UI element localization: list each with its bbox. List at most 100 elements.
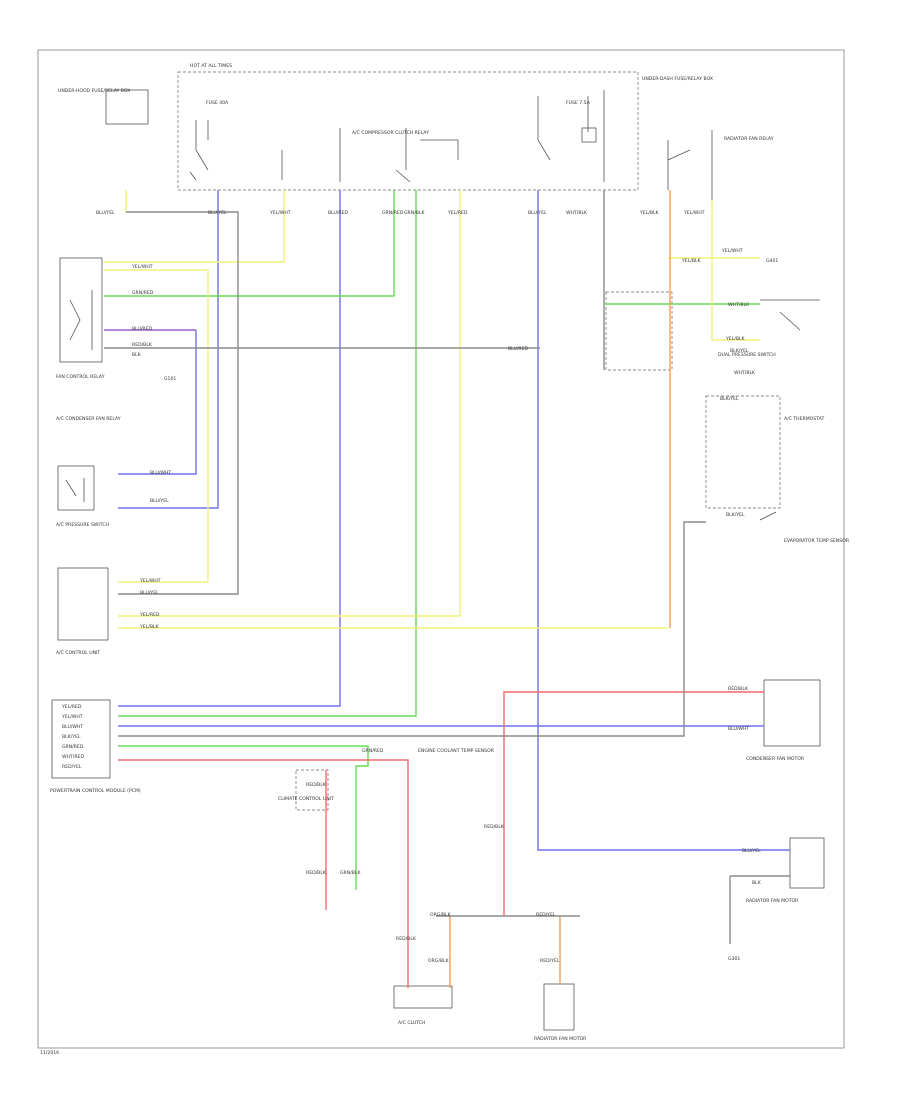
fuse-box-switch-2 — [281, 128, 341, 182]
fuse-right-label: FUSE 7.5A — [566, 100, 591, 106]
fuse-box-relay-coil — [581, 127, 597, 143]
radiator-fan-relay-contacts — [667, 130, 713, 200]
evaporator-temp-label: EVAPORATOR TEMP SENSOR — [784, 538, 850, 544]
ac-control-unit — [57, 567, 109, 641]
wire-label-blu-yel-6: BLU/YEL — [742, 848, 761, 854]
radiator-fan-motor-label: RADIATOR FAN MOTOR — [746, 898, 799, 904]
wire-label-grn-blk-2: GRN/BLK — [340, 870, 361, 876]
ac-compressor-clutch-relay-label: A/C COMPRESSOR CLUTCH RELAY — [352, 130, 429, 136]
dual-pressure-switch — [605, 291, 673, 371]
wire-red-1 — [118, 759, 409, 988]
wire-label-yel-blk-1: YEL/BLK — [639, 210, 660, 216]
wire-yellow-1 — [104, 190, 285, 263]
wire-label-pcm-1: YEL/RED — [61, 704, 82, 710]
wire-label-yel-wht-1: YEL/WHT — [269, 210, 291, 216]
ground-g401-label: G401 — [766, 258, 778, 264]
page-reference: 11/2016 — [40, 1050, 59, 1056]
fuse-box-switch-4 — [537, 90, 605, 182]
hot-at-all-times-label: HOT AT ALL TIMES — [190, 63, 232, 69]
wire-label-wht-blk-2: WHT/BLK — [728, 302, 750, 308]
wire-label-red-yel-2: RED/YEL — [540, 958, 560, 964]
condenser-fan-motor — [763, 679, 821, 747]
radiator-fan-relay-label: RADIATOR FAN RELAY — [724, 136, 774, 142]
wire-label-blu-yel-4: BLU/YEL — [150, 498, 169, 504]
ac-clutch-box — [393, 985, 453, 1009]
wire-label-red-blk-6: RED/BLK — [396, 936, 417, 942]
engine-coolant-temp-label: ENGINE COOLANT TEMP SENSOR — [418, 748, 495, 754]
ac-control-unit-label: A/C CONTROL UNIT — [56, 650, 100, 656]
wire-label-yel-wht-5: YEL/WHT — [721, 248, 743, 254]
wire-label-grn-yel-lower: GRN/RED — [362, 748, 384, 754]
wire-label-blu-red-1: BLU/RED — [328, 210, 348, 216]
wire-label-red-blk-3: RED/BLK — [306, 782, 327, 788]
wire-label-wht-blk-1: WHT/BLK — [566, 210, 588, 216]
climate-control-unit-box — [295, 769, 329, 811]
wire-label-blu-yel-5: BLU/YEL — [140, 590, 159, 596]
dual-pressure-switch-contact — [760, 299, 820, 331]
wire-label-yel-blk-2: YEL/BLK — [139, 624, 160, 630]
fuse-box-switch-1 — [189, 120, 209, 181]
wire-label-yel-blk-4: YEL/BLK — [725, 336, 746, 342]
fuse-left-label: FUSE 40A — [206, 100, 229, 106]
condenser-fan-motor-label: CONDENSER FAN MOTOR — [746, 756, 805, 762]
under-hood-fuse-label: UNDER-HOOD FUSE/RELAY BOX — [58, 88, 130, 94]
wire-label-pcm-7: RED/YEL — [62, 764, 82, 770]
wire-label-red-blk-5: RED/BLK — [484, 824, 505, 830]
wire-label-red-blk-4: RED/BLK — [306, 870, 327, 876]
wire-label-org-blk-2: ORG/BLK — [428, 958, 450, 964]
wire-label-grn-red-1: GRN/RED — [382, 210, 404, 216]
top-left-component — [105, 89, 149, 125]
wire-label-blk-1b: BLK — [752, 880, 762, 886]
wire-label-wht-blk-3: WHT/BLK — [734, 370, 756, 376]
wire-gray-3 — [118, 521, 706, 737]
wire-blue-2 — [118, 190, 341, 707]
wire-label-grn-1: GRN/RED — [132, 290, 154, 296]
diagram-frame — [37, 49, 845, 1049]
fan-control-relay-label: FAN CONTROL RELAY — [56, 374, 105, 380]
ac-thermostat-label: A/C THERMOSTAT — [784, 416, 824, 422]
radiator-fan-box-label: RADIATOR FAN MOTOR — [534, 1036, 587, 1042]
wire-blue-1 — [118, 190, 219, 509]
wire-label-blu-yel-1: BLU/YEL — [208, 210, 227, 216]
wire-blue-5 — [118, 330, 197, 475]
wire-label-blu-red-3: BLU/RED — [508, 346, 528, 352]
pcm-box — [51, 699, 111, 779]
wire-label-red-yel-1: RED/YEL — [536, 912, 556, 918]
wire-label-blu-yel-2: BLU/YEL — [528, 210, 547, 216]
wire-green-3 — [118, 745, 369, 890]
wire-label-pcm-2: YEL/WHT — [61, 714, 83, 720]
ac-pressure-switch — [57, 465, 95, 511]
wire-label-pcm-4: BLK/YEL — [62, 734, 81, 740]
wire-label-org-blk-1: ORG/BLK — [430, 912, 452, 918]
wire-label-yel-wht-3: YEL/WHT — [131, 264, 153, 270]
wire-label-grn-blk-1: GRN/BLK — [404, 210, 425, 216]
radiator-fan-motor — [789, 837, 825, 889]
under-dash-fuse-label: UNDER-DASH FUSE/RELAY BOX — [642, 76, 713, 82]
wire-label-blk-yel-3: BLK/YEL — [726, 512, 745, 518]
wire-group — [104, 190, 790, 988]
wire-label-pcm-3: BLU/WHT — [62, 724, 83, 730]
radiator-fan-box — [543, 983, 575, 1031]
wire-label-blu-red-2: BLU/RED — [132, 326, 152, 332]
fan-control-relay — [59, 257, 103, 363]
wire-label-blu-yel-3: BLU/YEL — [96, 210, 115, 216]
wire-gray-6 — [729, 875, 790, 944]
wire-label-yel-wht-4: YEL/WHT — [139, 578, 161, 584]
wire-yellow-3 — [118, 190, 461, 617]
wire-label-blk-yel-1: BLK/YEL — [730, 348, 749, 354]
wire-blue-3 — [537, 190, 790, 851]
ground-g301-label: G301 — [728, 956, 740, 962]
wire-label-yel-wht-2: YEL/WHT — [683, 210, 705, 216]
pcm-label: POWERTRAIN CONTROL MODULE (PCM) — [50, 788, 141, 794]
ac-pressure-switch-label: A/C PRESSURE SWITCH — [56, 522, 109, 528]
wire-label-blu-wht-2: BLU/WHT — [728, 726, 749, 732]
wire-label-yel-red-2: YEL/RED — [139, 612, 160, 618]
wire-gray-2 — [118, 211, 239, 595]
wire-label-pcm-5: GRN/RED — [62, 744, 84, 750]
ac-pressure-switch-contact — [65, 478, 85, 502]
wire-label-pcm-6: WHT/RED — [62, 754, 84, 760]
wire-yellow-2 — [104, 269, 209, 583]
wire-label-blu-wht-1: BLU/WHT — [150, 470, 171, 476]
wire-label-yel-red-1: YEL/RED — [447, 210, 468, 216]
